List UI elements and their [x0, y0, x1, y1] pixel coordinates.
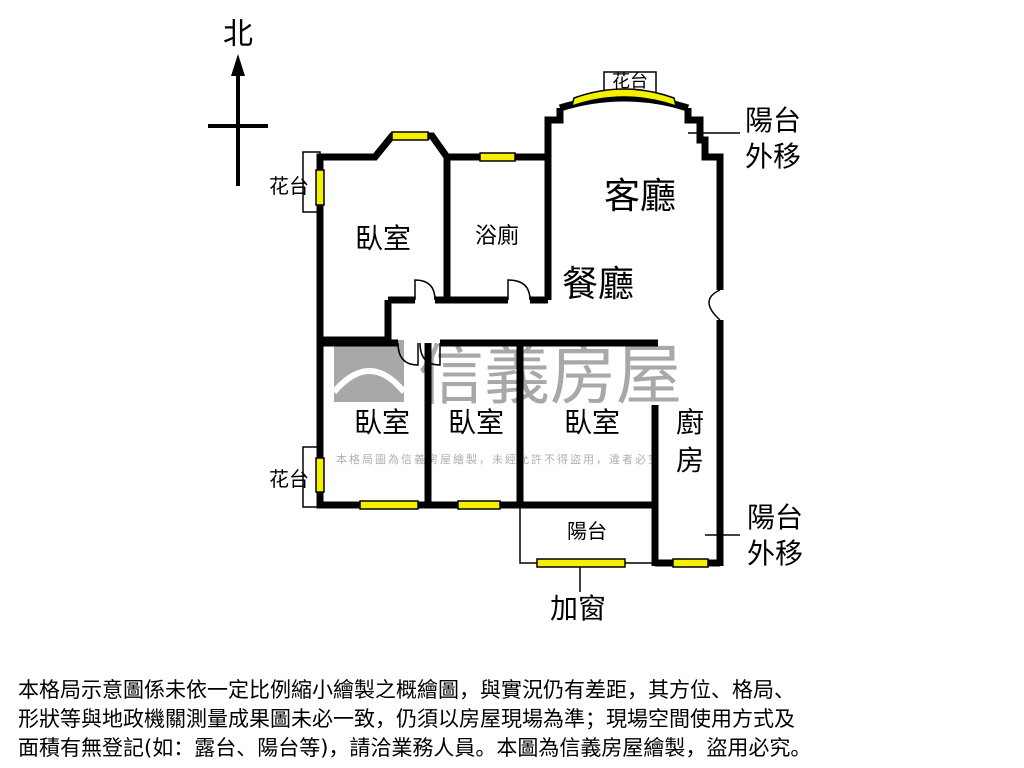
windows: [315, 88, 709, 568]
doors: [397, 279, 721, 366]
room-label: 廚: [676, 406, 704, 439]
room-label: 加窗: [550, 592, 606, 625]
door-icon: [397, 342, 419, 366]
watermark-brand: 信義房屋: [418, 337, 682, 414]
room-label: 外移: [747, 537, 803, 570]
watermark: 信義房屋 本格局圖為信義房屋繪製，未經允許不得盜用，違者必究: [331, 337, 682, 466]
window: [391, 131, 429, 141]
window: [570, 88, 678, 108]
door-icon: [507, 279, 531, 301]
room-label: 臥室: [354, 406, 410, 439]
leader-lines: [688, 132, 740, 536]
thin-lines: [302, 71, 657, 592]
room-label: 臥室: [564, 406, 620, 439]
north-arrow: 北: [208, 17, 268, 186]
disclaimer-line: 面積有無登記(如：露台、陽台等)，請洽業務人員。本圖為信義房屋繪製，盜用必究。: [18, 736, 812, 760]
window: [315, 457, 325, 493]
room-label: 花台: [269, 467, 309, 491]
room-label: 房: [676, 444, 704, 477]
room-label: 花台: [269, 174, 309, 198]
window: [479, 152, 516, 162]
arrow-up-icon: [231, 54, 245, 76]
room-label: 陽台: [567, 519, 607, 543]
disclaimer: 本格局示意圖係未依一定比例縮小繪製之概繪圖，與實況仍有差距，其方位、格局、 形狀…: [18, 676, 1018, 763]
room-label: 臥室: [448, 406, 504, 439]
door-icon: [708, 289, 721, 321]
room-label: 客廳: [604, 176, 676, 217]
window: [672, 558, 709, 568]
room-label: 外移: [745, 140, 801, 173]
window: [457, 500, 501, 510]
watermark-notice: 本格局圖為信義房屋繪製，未經允許不得盜用，違者必究: [336, 452, 661, 466]
room-label: 臥室: [355, 222, 411, 255]
window: [536, 558, 626, 568]
window: [315, 169, 325, 206]
room-label: 花台: [612, 71, 648, 92]
walls: [316, 94, 724, 567]
door-icon: [419, 342, 441, 366]
room-label: 餐廳: [562, 264, 634, 305]
window: [359, 500, 419, 510]
floor-plan: 信義房屋 本格局圖為信義房屋繪製，未經允許不得盜用，違者必究 北: [208, 17, 803, 625]
disclaimer-line: 形狀等與地政機關測量成果圖未必一致，仍須以房屋現場為準；現場空間使用方式及: [18, 707, 795, 731]
room-label: 陽台: [747, 501, 803, 534]
door-icon: [414, 279, 436, 301]
room-label: 浴廁: [475, 224, 519, 249]
north-label: 北: [223, 17, 253, 52]
disclaimer-line: 本格局示意圖係未依一定比例縮小繪製之概繪圖，與實況仍有差距，其方位、格局、: [18, 678, 795, 702]
room-label: 陽台: [745, 104, 801, 137]
